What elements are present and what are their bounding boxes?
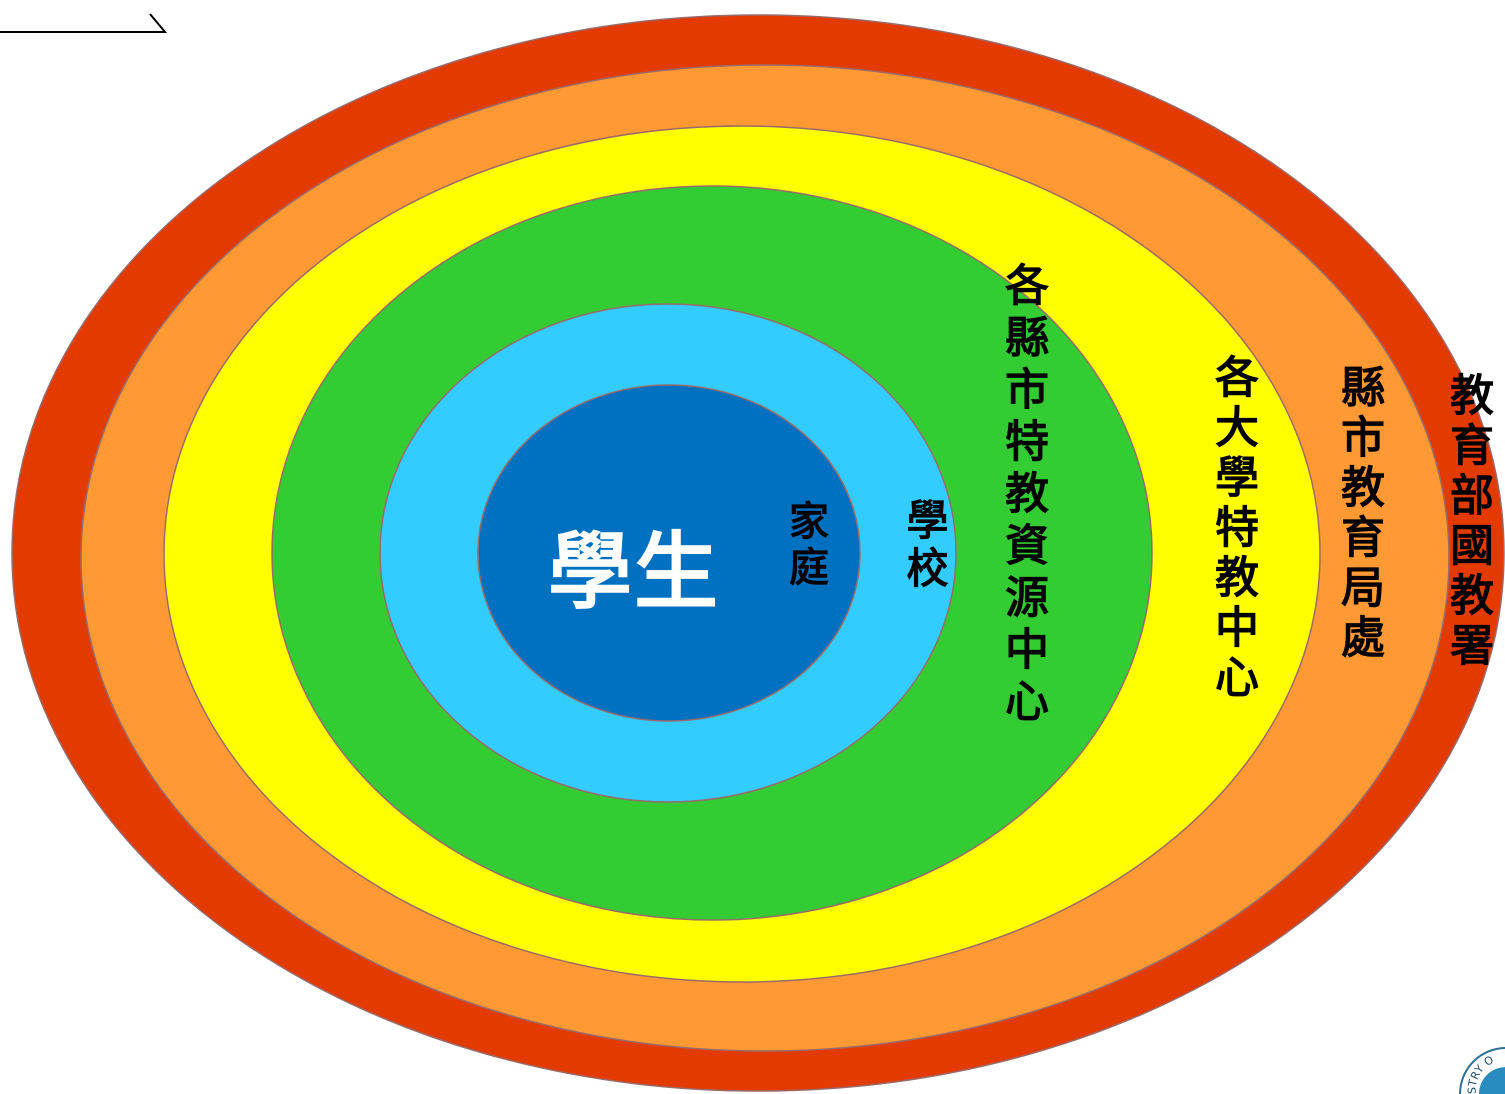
ministry-label: 教育部國教署	[1442, 372, 1493, 672]
county-resource-center-label: 各縣市特教資源中心	[997, 262, 1048, 730]
family-label: 家庭	[782, 500, 828, 592]
corner-line	[0, 13, 168, 33]
school-label: 學校	[900, 498, 949, 594]
student-label: 學生	[548, 523, 721, 621]
county-bureau-label: 縣市教育局處	[1333, 364, 1384, 664]
university-center-label: 各大學特教中心	[1207, 354, 1258, 704]
student-core	[477, 384, 861, 722]
